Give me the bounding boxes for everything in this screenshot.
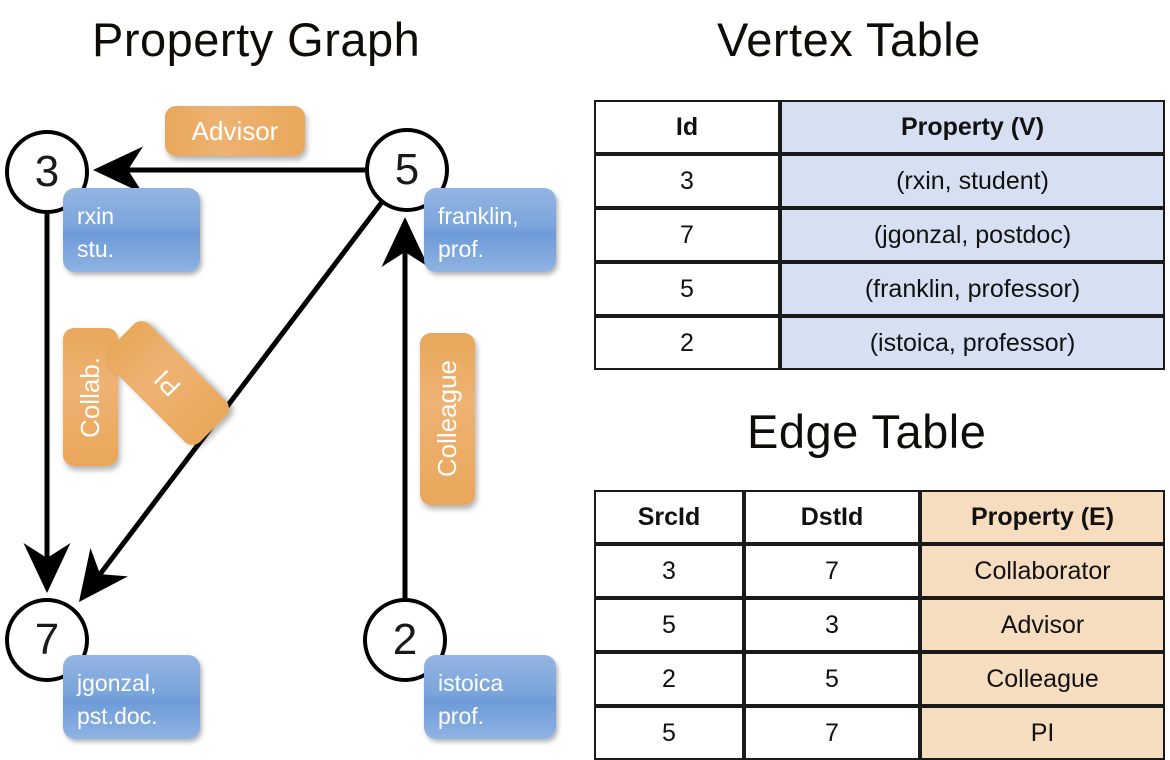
vertex-property-line: prof. bbox=[438, 235, 485, 262]
vertex-cell-property: (jgonzal, postdoc) bbox=[780, 208, 1165, 262]
edge-cell-src: 2 bbox=[594, 652, 744, 706]
page-title-edge-table: Edge Table bbox=[747, 405, 987, 458]
edge-cell-dst: 5 bbox=[744, 652, 920, 706]
vertex-cell-property: (rxin, student) bbox=[780, 154, 1165, 208]
edge-table-header-dst: DstId bbox=[744, 490, 920, 544]
edge-label-advisor: Advisor bbox=[165, 106, 305, 156]
edge-cell-dst: 7 bbox=[744, 706, 920, 760]
edge-cell-src: 5 bbox=[594, 598, 744, 652]
node-5[interactable]: 5 bbox=[365, 128, 449, 212]
node-id-label: 2 bbox=[392, 615, 418, 664]
node-2[interactable]: 2 bbox=[363, 598, 447, 682]
vertex-property-box-2: istoica prof. bbox=[424, 655, 556, 739]
page-title-property-graph: Property Graph bbox=[92, 13, 421, 66]
edge-cell-dst: 3 bbox=[744, 598, 920, 652]
edge-line-5-7 bbox=[78, 196, 387, 602]
edge-table-header-property: Property (E) bbox=[920, 490, 1165, 544]
vertex-cell-property: (istoica, professor) bbox=[780, 316, 1165, 370]
edge-cell-src: 3 bbox=[594, 544, 744, 598]
node-id-label: 3 bbox=[34, 147, 60, 196]
edge-cell-property: Collaborator bbox=[920, 544, 1165, 598]
vertex-property-line: franklin, bbox=[438, 203, 519, 229]
vertex-table-row: 5(franklin, professor) bbox=[594, 262, 1165, 316]
node-id-label: 7 bbox=[34, 615, 60, 664]
edge-label-text: Collab. bbox=[75, 356, 105, 438]
vertex-property-line: jgonzal, bbox=[77, 670, 157, 696]
node-id-label: 5 bbox=[394, 145, 420, 194]
vertex-property-box-7: jgonzal, pst.doc. bbox=[63, 655, 200, 739]
vertex-cell-id: 3 bbox=[594, 154, 780, 208]
edge-label-colleague: Colleague bbox=[420, 333, 475, 505]
vertex-table-row: 2(istoica, professor) bbox=[594, 316, 1165, 370]
property-graph-canvas: rxin stu. 3 franklin, prof. 5 jgonzal, pst.doc.… bbox=[5, 106, 556, 739]
edge-table-header-src: SrcId bbox=[594, 490, 744, 544]
vertex-table-header-id: Id bbox=[594, 100, 780, 154]
edge-cell-src: 5 bbox=[594, 706, 744, 760]
edge-cell-property: Colleague bbox=[920, 652, 1165, 706]
edge-label-text: PI bbox=[147, 364, 186, 403]
vertex-table-row: 7(jgonzal, postdoc) bbox=[594, 208, 1165, 262]
edge-cell-property: Advisor bbox=[920, 598, 1165, 652]
edge-cell-dst: 7 bbox=[744, 544, 920, 598]
vertex-cell-property: (franklin, professor) bbox=[780, 262, 1165, 316]
vertex-property-box-3: rxin stu. bbox=[63, 188, 200, 272]
edge-label-text: Colleague bbox=[432, 360, 462, 478]
vertex-property-line: stu. bbox=[77, 235, 115, 262]
vertex-cell-id: 2 bbox=[594, 316, 780, 370]
vertex-property-line: pst.doc. bbox=[77, 702, 158, 729]
vertex-property-box-5: franklin, prof. bbox=[424, 188, 556, 272]
vertex-cell-id: 5 bbox=[594, 262, 780, 316]
graph-edge-lines bbox=[23, 146, 429, 602]
vertex-table-row: 3(rxin, student) bbox=[594, 154, 1165, 208]
vertex-property-line: prof. bbox=[438, 702, 485, 729]
vertex-table-header-property: Property (V) bbox=[780, 100, 1165, 154]
vertex-property-line: istoica bbox=[438, 670, 504, 696]
vertex-property-line: rxin bbox=[77, 203, 115, 229]
page-title-vertex-table: Vertex Table bbox=[717, 13, 981, 66]
edge-label-text: Advisor bbox=[191, 115, 279, 146]
edge-cell-property: PI bbox=[920, 706, 1165, 760]
vertex-cell-id: 7 bbox=[594, 208, 780, 262]
